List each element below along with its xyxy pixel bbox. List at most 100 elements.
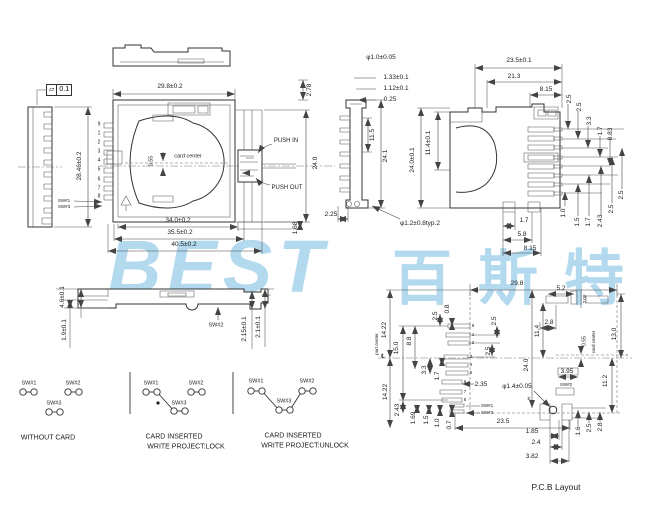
view-top-main	[73, 79, 335, 254]
dim-label: 40.5±0.2	[171, 240, 197, 248]
dim-label: 2.35	[474, 380, 488, 388]
dim-label: 2.5	[431, 311, 439, 321]
view-front	[337, 77, 401, 222]
dim-label: 1.7	[584, 217, 592, 227]
pcb-pad-4: 4	[469, 361, 473, 367]
dim-label: 13.0	[610, 327, 618, 341]
dim-label: 0.55	[148, 155, 155, 167]
state-caption-1: WITHOUT CARD	[20, 434, 76, 442]
dim-label: 0.55	[581, 336, 588, 346]
pin-label-7: 7	[97, 185, 101, 192]
view-top-profile	[112, 44, 231, 67]
dim-label: 1.7	[519, 216, 529, 224]
mark-e: E	[527, 395, 531, 401]
state-caption-3b: WRITE PROJECT:UNLOCK	[261, 442, 349, 450]
pcb-part-center: part center	[373, 333, 379, 355]
pin-label-6: 6	[97, 176, 101, 183]
dim-label: 1.12±0.1	[383, 84, 409, 92]
dim-label: 2.5	[607, 204, 615, 214]
dim-label: 2.8	[596, 422, 604, 432]
pcb-layout-title: P.C.B Layout	[531, 481, 581, 492]
dim-label: 35.5±0.2	[167, 228, 193, 236]
dim-label: 3.95	[560, 367, 574, 375]
push-in-label: PUSH IN	[273, 138, 299, 144]
dim-height: 28.46±0.2	[75, 151, 83, 181]
pin-label-3: 3	[97, 148, 101, 155]
dim-label: 14.22	[380, 321, 388, 339]
dim-label: 8.83	[606, 127, 614, 141]
switch-state-diagrams	[19, 372, 317, 416]
dim-label: 3.3	[420, 365, 428, 375]
card-center-note: card center	[174, 153, 202, 160]
dim-label: 2.5	[617, 190, 625, 200]
sw2-callout: SW#2	[208, 322, 224, 329]
dim-label: 2.1±0.1	[254, 316, 262, 338]
dim-label: 4.6±0.1	[58, 286, 66, 308]
state-caption-3a: CARD INSERTED	[264, 432, 322, 440]
sw2-g2: SW#2	[188, 380, 204, 387]
dim-label: 1.9±0.1	[60, 319, 68, 341]
dim-label: 1.5	[422, 415, 430, 425]
flatness-value: 0.1	[59, 86, 70, 93]
dim-label: 0.8	[443, 304, 451, 314]
dim-label: 2.5	[490, 316, 498, 326]
sw3-g3: SW#3	[276, 398, 292, 405]
pcb-sw1: SW#1	[480, 402, 494, 408]
dim-label: 11.2	[601, 374, 609, 388]
dim-label: 5.8	[517, 230, 527, 238]
view-pcb-layout	[378, 284, 632, 464]
pin-label-9: 9	[97, 121, 101, 128]
state-caption-2a: CARD INSERTED	[145, 433, 203, 441]
centerline-symbol: ℄	[381, 354, 385, 360]
dim-label: 0.7	[445, 420, 453, 430]
dim-label: 23.5±0.1	[506, 56, 532, 64]
dim-label: 14.22	[381, 383, 389, 401]
dim-label: 2.43	[393, 403, 401, 417]
view-side-left	[56, 288, 274, 349]
dim-label: 1.85	[525, 427, 539, 435]
dim-label: 1.68	[291, 221, 299, 235]
pcb-pad-1: 1	[471, 331, 475, 337]
pcb-pad-2: 2	[471, 339, 475, 345]
sw2-g3: SW#2	[299, 378, 315, 385]
sw1-g1: SW#1	[21, 380, 37, 387]
dim-label: 2.15±0.1	[240, 316, 248, 342]
pcb-pad-6: 6	[463, 378, 467, 384]
pcb-pad-9: 9	[471, 322, 475, 328]
dim-label: φ1.2±0.8typ.2	[400, 219, 440, 227]
dim-label: 21.3	[507, 72, 521, 80]
dim-label: 2.5	[565, 94, 573, 104]
pin-label-8: 8	[97, 193, 101, 200]
dim-label: 2.5	[585, 423, 593, 433]
pcb-pad-5: 5	[469, 369, 473, 375]
dim-label: 2.08	[581, 294, 587, 304]
pcb-sw3: SW#3	[480, 409, 494, 415]
dim-label: 24.1	[381, 149, 389, 163]
pin-label-1: 1	[97, 130, 101, 137]
pcb-pad-7: 7	[463, 388, 467, 394]
sw1-g3: SW#1	[248, 378, 264, 385]
sw3-g2: SW#3	[171, 400, 187, 407]
dim-label: 8.8	[405, 336, 413, 346]
dim-label: 11.5	[368, 128, 376, 142]
dim-label: 23.5	[496, 417, 510, 425]
dim-label: 24.0	[522, 358, 530, 372]
flatness-leader	[36, 89, 46, 105]
dim-label: 1.6	[574, 426, 582, 436]
dim-label: 3.82	[525, 452, 539, 460]
pcb-pad-8: 8	[463, 396, 467, 402]
dim-width: 29.8±0.2	[157, 82, 183, 90]
dim-label: 1.0	[559, 208, 567, 218]
dim-label: 3.3	[585, 116, 593, 126]
dim-label: 8.15	[523, 244, 537, 252]
pcb-card-center: card center	[590, 330, 596, 354]
dim-label: 0.25	[383, 95, 397, 103]
dim-label: 1.5	[573, 217, 581, 227]
dim-label: 1.33±0.1	[383, 73, 409, 81]
dim-label: 11.4±0.1	[424, 130, 432, 156]
flatness-icon: ▱	[47, 85, 58, 95]
dim-label: 1.69	[409, 411, 417, 425]
pcb-sw2: SW#2	[559, 381, 573, 387]
